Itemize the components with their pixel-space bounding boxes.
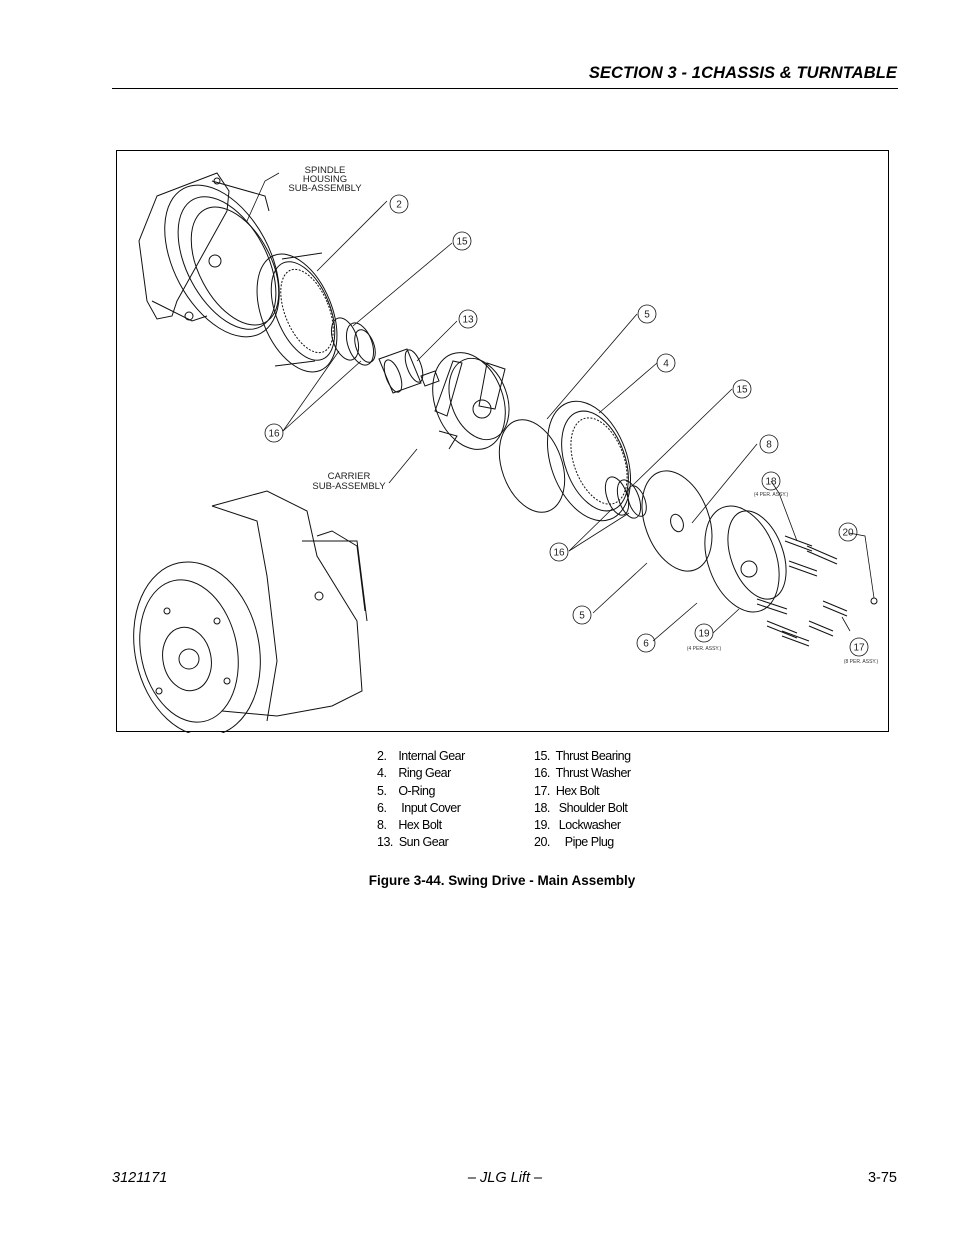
callout-5-lower: 5 xyxy=(579,611,585,622)
legend-item: 8. Hex Bolt xyxy=(377,818,442,833)
legend-item: 2. Internal Gear xyxy=(377,749,465,763)
ring-gear-drawing xyxy=(546,400,632,522)
callout-19: 19 xyxy=(698,629,710,640)
callout-15-lower: 15 xyxy=(736,385,748,396)
figure-frame: SPINDLE HOUSING SUB-ASSEMBLY CARRIER SUB… xyxy=(116,150,889,733)
callout-circles xyxy=(264,194,869,657)
label-per-assy-17: (8 PER. ASSY.) xyxy=(844,659,879,665)
callout-20: 20 xyxy=(842,528,854,539)
callout-13: 13 xyxy=(462,315,474,326)
legend-item: 20. Pipe Plug xyxy=(534,835,614,850)
legend-item: 13. Sun Gear xyxy=(377,835,449,850)
label-spindle-line3: SUB-ASSEMBLY xyxy=(288,183,362,194)
legend-item: 19. Lockwasher xyxy=(534,818,621,833)
callout-16-lower: 16 xyxy=(553,548,565,559)
legend-left-column: 2. Internal Gear 4. Ring Gear 5. O-Ring … xyxy=(377,748,465,852)
footer-publisher: – JLG Lift – xyxy=(467,1170,543,1186)
callout-2: 2 xyxy=(396,200,402,211)
header-rule xyxy=(112,88,898,89)
label-per-assy-18: (4 PER. ASSY.) xyxy=(754,492,789,498)
callout-16: 16 xyxy=(268,429,280,440)
legend-item: 6. Input Cover xyxy=(377,800,461,815)
callout-8: 8 xyxy=(766,440,772,451)
legend-item: 16. Thrust Washer xyxy=(534,766,631,781)
internal-gear-drawing xyxy=(256,252,338,373)
footer-doc-number: 3121171 xyxy=(112,1170,168,1186)
figure-caption: Figure 3-44. Swing Drive - Main Assembly xyxy=(368,873,636,888)
legend-item: 4. Ring Gear xyxy=(377,766,451,781)
legend-item: 17. Hex Bolt xyxy=(534,783,600,798)
callout-18: 18 xyxy=(765,477,777,488)
callout-6: 6 xyxy=(643,639,649,650)
callout-5: 5 xyxy=(644,310,650,321)
footer-page-number: 3-75 xyxy=(867,1170,897,1186)
sun-gear-drawing xyxy=(378,348,440,394)
leader-lines xyxy=(246,172,875,642)
bolts-drawing xyxy=(756,535,878,647)
label-spindle-line1: SPINDLE xyxy=(305,165,346,176)
legend-right-column: 15. Thrust Bearing 16. Thrust Washer 17.… xyxy=(534,748,631,852)
callout-17: 17 xyxy=(853,643,865,654)
label-carrier-line1: CARRIER xyxy=(328,471,371,482)
assembled-drive-drawing xyxy=(133,490,368,733)
legend-item: 15. Thrust Bearing xyxy=(534,749,631,763)
label-spindle-line2: HOUSING xyxy=(303,174,347,185)
callout-4: 4 xyxy=(663,359,669,370)
label-carrier-line2: SUB-ASSEMBLY xyxy=(312,481,386,492)
section-title: SECTION 3 - 1CHASSIS & TURNTABLE xyxy=(588,64,897,82)
legend-item: 18. Shoulder Bolt xyxy=(534,800,628,815)
legend-item: 5. O-Ring xyxy=(377,783,435,798)
callout-15: 15 xyxy=(456,237,468,248)
label-per-assy-19: (4 PER. ASSY.) xyxy=(687,646,722,652)
exploded-view-drawing: SPINDLE HOUSING SUB-ASSEMBLY CARRIER SUB… xyxy=(133,165,879,733)
input-cover-drawing xyxy=(704,505,787,613)
spindle-housing-drawing xyxy=(138,172,280,338)
carrier-drawing xyxy=(432,352,510,450)
